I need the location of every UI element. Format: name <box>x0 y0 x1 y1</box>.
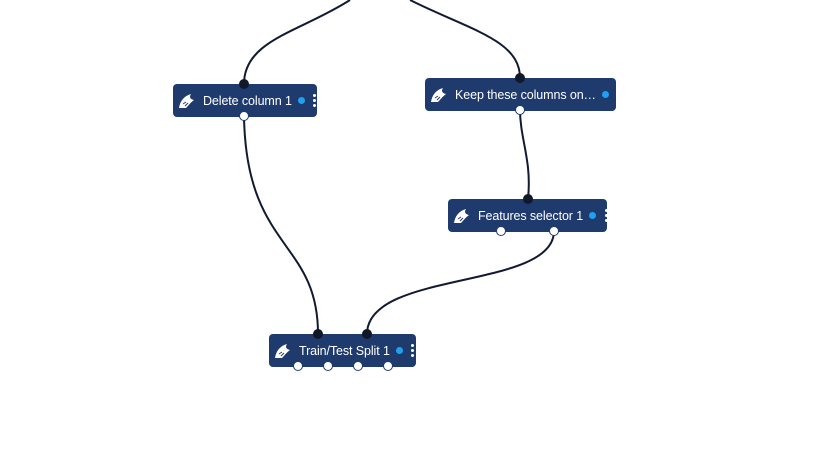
output-port[interactable] <box>383 361 393 371</box>
more-options-icon[interactable] <box>600 206 612 226</box>
bird-logo-icon <box>274 342 292 360</box>
node-label: Delete column 1 <box>203 93 292 108</box>
input-port[interactable] <box>239 79 249 89</box>
output-port[interactable] <box>323 361 333 371</box>
input-port[interactable] <box>523 194 533 204</box>
node-keep-columns[interactable]: Keep these columns on… <box>425 78 621 111</box>
bird-logo-icon <box>430 86 448 104</box>
status-dot <box>601 91 609 98</box>
edge-delete-column-to-train-test-split[interactable] <box>243 115 319 335</box>
input-port[interactable] <box>515 73 525 83</box>
node-train-test-split[interactable]: Train/Test Split 1 <box>269 334 416 367</box>
input-port[interactable] <box>362 329 372 339</box>
node-features-selector[interactable]: Features selector 1 <box>448 199 608 232</box>
edge-keep-columns-to-features-selector[interactable] <box>519 108 530 200</box>
edge-upstream-to-keep-columns[interactable] <box>409 0 521 79</box>
status-dot <box>297 97 305 104</box>
edge-upstream-to-delete-column[interactable] <box>243 0 351 85</box>
input-port[interactable] <box>313 329 323 339</box>
more-options-icon[interactable] <box>613 85 625 105</box>
status-dot <box>589 212 597 219</box>
output-port[interactable] <box>515 105 525 115</box>
output-port[interactable] <box>293 361 303 371</box>
output-port[interactable] <box>239 111 249 121</box>
output-port[interactable] <box>549 226 559 236</box>
node-label: Keep these columns on… <box>455 87 596 102</box>
output-port[interactable] <box>353 361 363 371</box>
node-label: Train/Test Split 1 <box>299 343 390 358</box>
more-options-icon[interactable] <box>309 91 321 111</box>
node-label: Features selector 1 <box>478 208 584 223</box>
bird-logo-icon <box>453 207 471 225</box>
status-dot <box>395 347 403 354</box>
bird-logo-icon <box>178 92 196 110</box>
output-port[interactable] <box>496 226 506 236</box>
more-options-icon[interactable] <box>407 341 419 361</box>
edge-features-selector-to-train-test-split[interactable] <box>366 230 555 335</box>
